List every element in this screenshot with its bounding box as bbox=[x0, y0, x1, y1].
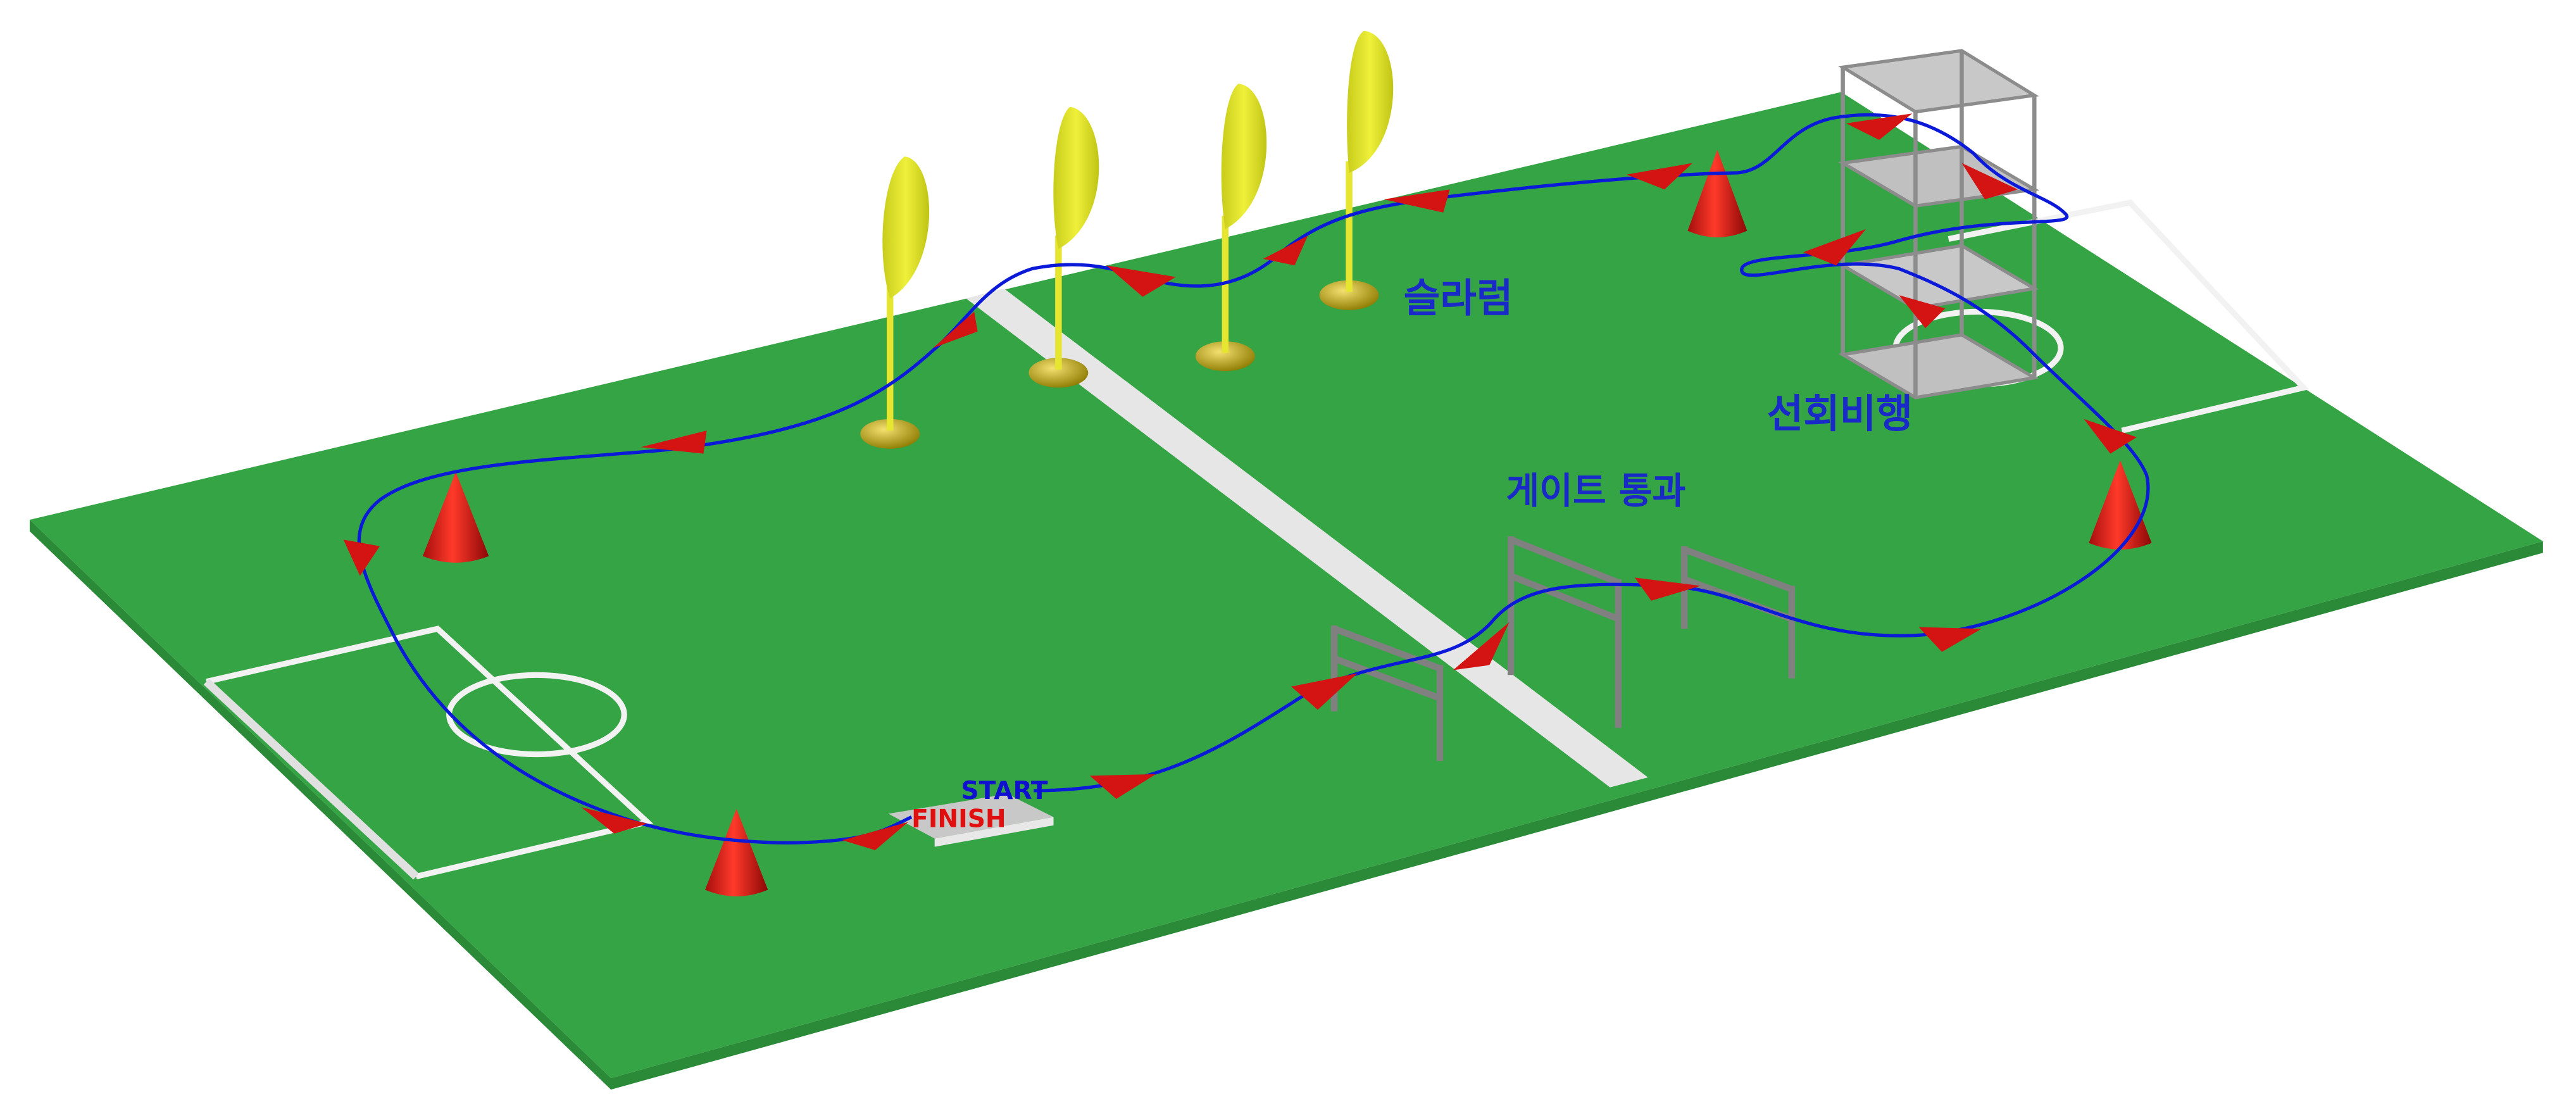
direction-arrow-icon bbox=[1961, 163, 2018, 199]
direction-arrow-icon bbox=[1918, 627, 1982, 652]
flight-path bbox=[357, 113, 2150, 845]
direction-arrow-icon bbox=[1263, 236, 1308, 266]
direction-arrow-icon bbox=[641, 430, 707, 454]
flag-icon bbox=[1195, 84, 1267, 372]
slalom-label: 슬라럼 bbox=[1404, 275, 1513, 321]
direction-arrow-icon bbox=[933, 311, 978, 348]
start-pad bbox=[888, 794, 1054, 847]
start-label: START bbox=[961, 777, 1047, 805]
tower bbox=[1837, 49, 2040, 399]
cone-icon bbox=[422, 472, 489, 563]
direction-arrows bbox=[343, 113, 2137, 850]
finish-label: FINISH bbox=[911, 805, 1006, 833]
direction-arrow-icon bbox=[581, 807, 647, 834]
flag-icon bbox=[1029, 106, 1099, 388]
left-goal-line bbox=[203, 678, 419, 880]
direction-arrow-icon bbox=[343, 539, 380, 576]
direction-arrow-icon bbox=[842, 822, 908, 850]
gate-label: 게이트 통과 bbox=[1506, 470, 1685, 512]
slalom-flags bbox=[860, 30, 1394, 449]
direction-arrow-icon bbox=[1106, 265, 1176, 297]
direction-arrow-icon bbox=[1899, 295, 1946, 329]
tower-shelf-4 bbox=[1838, 333, 2039, 399]
cone-icon bbox=[705, 808, 768, 896]
direction-arrow-icon bbox=[1803, 229, 1866, 266]
direction-arrow-icon bbox=[2084, 418, 2137, 454]
gate-2 bbox=[1507, 536, 1622, 728]
direction-arrow-icon bbox=[1384, 189, 1450, 213]
turn-label: 선회비행 bbox=[1767, 391, 1913, 437]
cone-icon bbox=[1687, 149, 1748, 237]
tower-shelf-1 bbox=[1838, 49, 2039, 114]
direction-arrow-icon bbox=[1626, 163, 1693, 190]
gate-1 bbox=[1330, 625, 1444, 761]
left-penalty-box bbox=[206, 625, 654, 880]
direction-arrow-icon bbox=[1453, 622, 1510, 670]
direction-arrow-icon bbox=[1634, 577, 1701, 601]
flag-icon bbox=[1319, 30, 1394, 310]
course-labels: START FINISH 슬라럼 선회비행 게이트 통과 bbox=[911, 275, 1913, 833]
flag-icon bbox=[860, 156, 930, 449]
direction-arrow-icon bbox=[1291, 673, 1358, 710]
direction-arrow-icon bbox=[1089, 774, 1156, 799]
direction-arrow-icon bbox=[1846, 113, 1913, 140]
